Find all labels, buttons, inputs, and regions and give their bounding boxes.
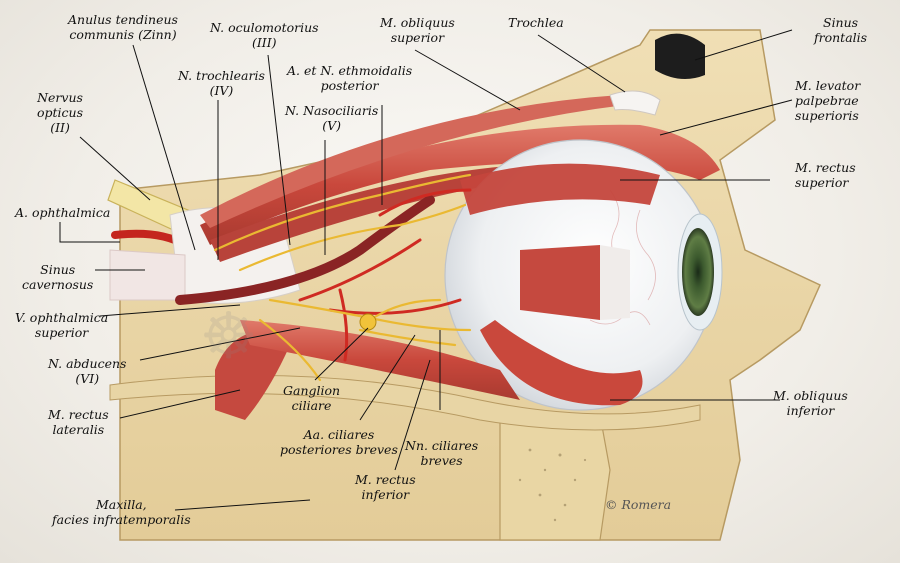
label-m-rectus-lateralis: M. rectus lateralis xyxy=(48,407,109,437)
label-sinus-cavernosus: Sinus cavernosus xyxy=(22,262,94,292)
leader-lines xyxy=(59,29,793,511)
copyright-credit: © Romera xyxy=(605,497,672,512)
label-m-obliquus-inferior: M. obliquus inferior xyxy=(773,388,848,418)
bone-texture xyxy=(518,448,587,522)
label-m-obliquus-superior: M. obliquus superior xyxy=(380,15,455,45)
label-m-rectus-superior: M. rectus superior xyxy=(795,160,856,190)
muscle-rectus-inferior xyxy=(240,320,520,400)
label-nn-ciliares: Nn. ciliares breves xyxy=(405,438,479,468)
label-n-nasociliaris: N. Nasociliaris (V) xyxy=(285,103,379,133)
muscle-obliquus-superior xyxy=(200,95,625,228)
label-ethmoidalis-posterior: A. et N. ethmoidalis posterior xyxy=(287,63,413,93)
label-trochlea: Trochlea xyxy=(508,15,564,30)
label-v-ophthalmica-superior: V. ophthalmica superior xyxy=(15,310,109,340)
label-n-abducens: N. abducens (VI) xyxy=(48,356,127,386)
label-nervus-opticus: Nervus opticus (II) xyxy=(37,90,84,135)
label-sinus-frontalis: Sinus frontalis xyxy=(814,15,868,45)
arteries xyxy=(298,188,472,362)
ciliary-ganglion xyxy=(359,313,377,331)
label-m-rectus-inferior: M. rectus inferior xyxy=(355,472,416,502)
maxilla-bone xyxy=(499,414,611,541)
label-ganglion-ciliare: Ganglion ciliare xyxy=(283,383,341,413)
trochlea-tendon xyxy=(609,90,661,116)
label-n-oculomotorius: N. oculomotorius (III) xyxy=(210,20,319,50)
nerves xyxy=(213,173,472,382)
label-aa-ciliares: Aa. ciliares posteriores breves xyxy=(280,427,398,457)
label-a-ophthalmica: A. ophthalmica xyxy=(15,205,111,220)
muscle-rectus-lateralis xyxy=(215,330,290,420)
label-m-levator-palpebrae: M. levator palpebrae superioris xyxy=(795,78,861,123)
label-maxilla: Maxilla, facies infratemporalis xyxy=(52,497,191,527)
watermark: ☸ xyxy=(200,300,264,374)
label-n-trochlearis: N. trochlearis (IV) xyxy=(178,68,265,98)
label-anulus-tendineus: Anulus tendineus communis (Zinn) xyxy=(68,12,178,42)
sinus-cavernosus xyxy=(109,249,186,301)
iris xyxy=(682,228,714,316)
muscle-rectus-medialis xyxy=(520,245,600,320)
superior-ophthalmic-vein xyxy=(175,195,435,305)
muscle-obliquus-inferior xyxy=(480,320,643,406)
sinus-frontalis-cavity xyxy=(655,33,705,79)
